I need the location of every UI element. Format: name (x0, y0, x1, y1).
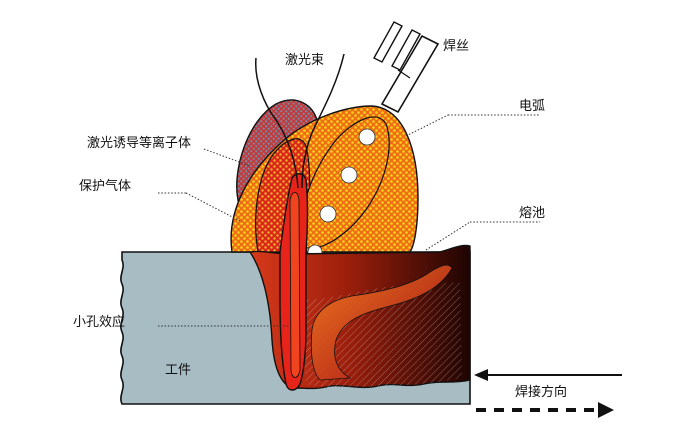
laser-beam-right-line (301, 53, 345, 189)
laser-beam-left-line (255, 57, 299, 189)
label-arc: 电弧 (519, 99, 545, 114)
weld-direction-arrow (474, 369, 622, 381)
keyhole-core (289, 192, 301, 378)
leader-shield-gas-diag (185, 192, 243, 223)
leader-weld-pool (425, 221, 471, 251)
label-shield-gas: 保护气体 (79, 178, 131, 194)
label-weld-pool: 熔池 (519, 206, 545, 221)
label-workpiece: 工件 (165, 363, 191, 378)
droplet-1 (358, 128, 376, 146)
label-keyhole: 小孔效应 (73, 314, 125, 330)
label-laser-beam: 激光束 (285, 53, 324, 68)
label-weld-direction: 焊接方向 (515, 384, 567, 400)
droplet-2 (340, 166, 358, 184)
leader-laser-plasma (203, 148, 251, 167)
filler-wire-torch (373, 21, 440, 114)
label-laser-plasma: 激光诱导等离子体 (87, 135, 191, 151)
leader-arc (405, 114, 449, 137)
weld-pool-inner (310, 264, 453, 381)
droplet-3 (319, 205, 337, 223)
label-filler-wire: 焊丝 (443, 38, 469, 54)
travel-dashed-arrow (476, 402, 614, 418)
